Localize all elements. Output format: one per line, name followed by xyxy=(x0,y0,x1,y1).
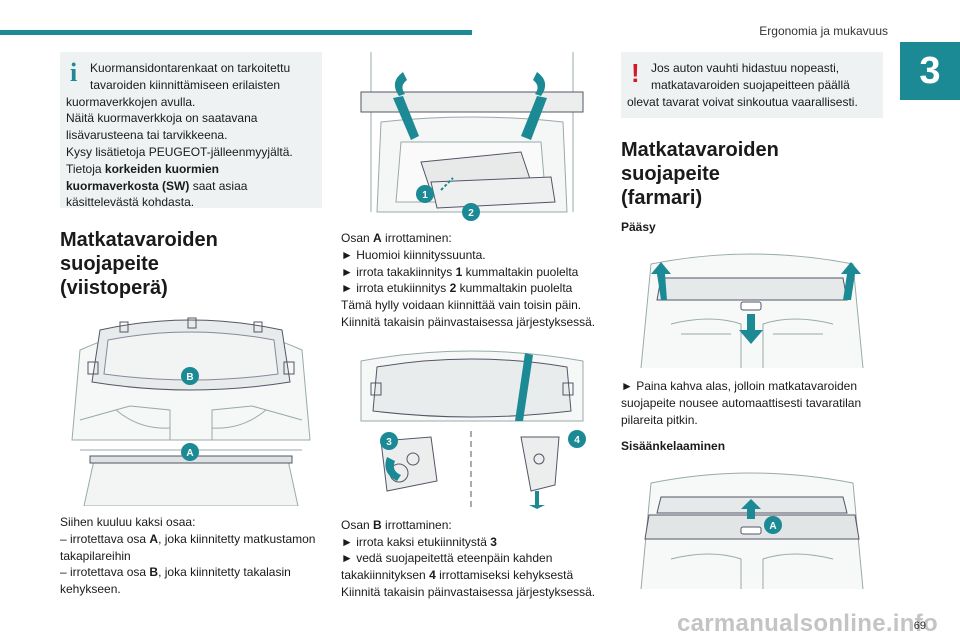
info-icon: i xyxy=(70,58,78,87)
arrow-up-icon xyxy=(651,262,671,301)
figure-remove-part-b: 3 4 xyxy=(341,340,603,509)
callout-2 xyxy=(462,203,480,221)
callout-a-label: A xyxy=(186,448,193,459)
notice-line: Kuormansidontarenkaat on tarkoitettu xyxy=(90,61,291,75)
callout-3 xyxy=(380,431,398,450)
figure-estate-access xyxy=(621,244,883,369)
subheading-retract: Sisäänkelaaminen xyxy=(621,438,726,453)
arrow-up-icon xyxy=(741,498,761,519)
notice-line: tavaroiden kiinnittämiseen erilaisten xyxy=(90,77,281,92)
page-number: 69 xyxy=(913,620,926,632)
warning-icon: ! xyxy=(631,58,640,88)
chapter-tab: 3 xyxy=(900,42,960,100)
arrow-down-icon xyxy=(739,314,763,345)
watermark: carmanualsonline.info xyxy=(676,610,938,637)
notice-line: olevat tavarat voivat sinkoutua vaaralli… xyxy=(627,94,858,109)
info-notice: i Kuormansidontarenkaat on tarkoitettu t… xyxy=(60,52,322,210)
notice-line: Tietoja korkeiden kuormien xyxy=(66,161,219,176)
callout-a xyxy=(181,443,199,461)
notice-line: Kysy lisätietoja PEUGEOT-jälleenmyyjältä… xyxy=(66,144,293,159)
remove-part-a-instructions: Osan A irrottaminen: ► Huomioi kiinnitys… xyxy=(341,231,596,329)
notice-line: kuormaverkosta (SW) saat asiaa xyxy=(66,178,248,193)
rotate-arrow-icon xyxy=(385,456,401,481)
figure-hatchback-cover: B A xyxy=(60,310,322,506)
arrow-up-right-icon xyxy=(521,96,547,140)
callout-3-label: 3 xyxy=(386,437,392,448)
notice-line: käsittelevästä kohdasta. xyxy=(66,195,195,210)
warning-notice: ! Jos auton vauhti hidastuu nopeasti, ma… xyxy=(621,52,883,119)
callout-2-label: 2 xyxy=(468,208,474,219)
figure-estate-retract: A xyxy=(621,462,883,589)
notice-line: Näitä kuormaverkkoja on saatavana xyxy=(66,111,258,126)
arrow-up-icon xyxy=(841,262,861,301)
callout-1-label: 1 xyxy=(422,190,428,201)
header-title: Ergonomia ja mukavuus xyxy=(759,24,888,38)
callout-b xyxy=(181,367,199,385)
callout-b-label: B xyxy=(186,372,193,383)
access-instructions: ► Paina kahva alas, jolloin matkatavaroi… xyxy=(621,379,862,427)
notice-line: kuormaverkkojen avulla. xyxy=(66,94,196,109)
arrow-down-icon xyxy=(529,490,545,509)
notice-line: matkatavaroiden suojapeitteen päällä xyxy=(651,77,850,92)
notice-line: Jos auton vauhti hidastuu nopeasti, xyxy=(651,61,840,75)
section-title-estate: Matkatavaroiden suojapeite(farmari) xyxy=(621,139,779,210)
arrow-up-icon xyxy=(515,352,533,421)
arrow-up-left-icon xyxy=(393,96,419,140)
rotate-arrow-icon xyxy=(394,72,407,96)
remove-part-b-instructions: Osan B irrottaminen: ► irrota kaksi etuk… xyxy=(341,517,596,599)
column-1: i Kuormansidontarenkaat on tarkoitettu t… xyxy=(60,52,322,598)
callout-1 xyxy=(416,185,434,203)
column-3: ! Jos auton vauhti hidastuu nopeasti, ma… xyxy=(621,52,883,589)
section-title-hatchback: Matkatavaroiden suojapeite(viistoperä) xyxy=(60,229,218,299)
callout-4-label: 4 xyxy=(574,435,580,446)
column-2: 1 2 Osan A irrottaminen: ► Huomioi kiinn… xyxy=(341,52,603,601)
figure-remove-part-a: 1 2 xyxy=(341,52,603,222)
callout-4 xyxy=(568,429,586,448)
subheading-access: Pääsy xyxy=(621,220,656,235)
callout-a xyxy=(764,515,782,534)
header-accent-bar xyxy=(0,30,472,35)
notice-line: lisävarusteena tai tarvikkeena. xyxy=(66,128,228,143)
parts-description: Siihen kuuluu kaksi osaa: – irrotettava … xyxy=(60,515,316,597)
rotate-arrow-icon xyxy=(533,72,546,96)
callout-a-label: A xyxy=(769,521,776,532)
